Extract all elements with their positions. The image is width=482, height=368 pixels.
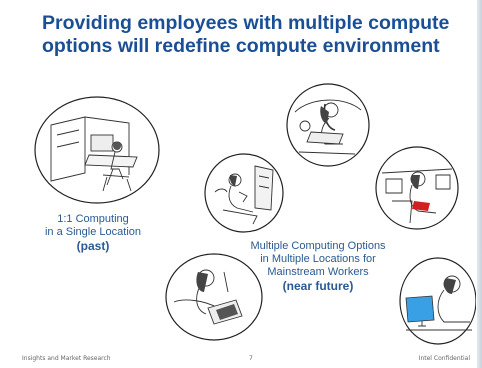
footer-page-number: 7 xyxy=(249,355,253,362)
caption-future-line-1: Multiple Computing Options xyxy=(250,240,386,252)
title-line-2: options will redefine compute environmen… xyxy=(42,35,440,57)
red-book-icon xyxy=(412,201,430,211)
couch-laptop-illustration xyxy=(165,253,263,341)
desk-monitor-illustration xyxy=(399,257,476,345)
slide-edge xyxy=(477,0,482,368)
title-line-1: Providing employees with multiple comput… xyxy=(42,12,450,34)
train-seat-reading-illustration xyxy=(375,146,459,230)
monitor-screen-icon xyxy=(405,295,435,323)
caption-past: 1:1 Computing in a Single Location (past… xyxy=(18,213,168,253)
caption-past-line-2: in a Single Location xyxy=(44,226,141,238)
airplane-seat-illustration xyxy=(204,153,284,233)
footer-source: Insights and Market Research xyxy=(22,355,111,362)
office-cubicle-illustration xyxy=(34,96,160,204)
caption-past-line-1: 1:1 Computing xyxy=(57,213,129,225)
slide-title: Providing employees with multiple comput… xyxy=(42,12,472,58)
cafe-laptop-illustration xyxy=(286,83,370,167)
caption-future-emphasis: (near future) xyxy=(282,279,354,293)
caption-past-emphasis: (past) xyxy=(76,239,110,253)
footer-confidential: Intel Confidential xyxy=(418,355,470,362)
caption-future-line-2: in Multiple Locations for xyxy=(260,253,376,265)
caption-future: Multiple Computing Options in Multiple L… xyxy=(218,240,418,293)
caption-future-line-3: Mainstream Workers xyxy=(267,266,369,278)
